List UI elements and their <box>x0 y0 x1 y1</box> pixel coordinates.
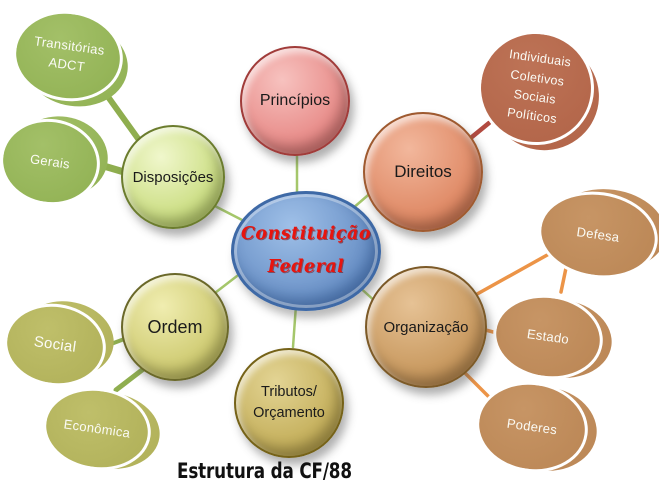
satellite-transitorias: Transitórias ADCT <box>7 3 134 114</box>
node-ordem: Ordem <box>121 273 229 381</box>
satellite-direitos-tipos: Individuais Coletivos Sociais Políticos <box>470 23 606 158</box>
satellite-estado-label: Estado <box>526 325 571 347</box>
satellite-defesa-label: Defesa <box>575 223 621 245</box>
connector-organizacao-defesa <box>468 252 551 300</box>
center-node-constituicao-federal: Constituição Federal <box>231 191 381 311</box>
node-organizacao: Organização <box>365 266 487 388</box>
satellite-estado: Estado <box>487 287 617 387</box>
connector-defesa-estado <box>559 266 568 294</box>
node-direitos-label: Direitos <box>394 162 452 181</box>
node-principios-label: Princípios <box>259 92 331 109</box>
node-direitos: Direitos <box>363 112 483 232</box>
node-tributos-orcamento: Tributos/ Orçamento <box>234 348 344 458</box>
satellite-gerais: Gerais <box>0 110 113 212</box>
satellite-economica: Econômica <box>37 380 165 478</box>
connector-center-tributos <box>291 303 298 349</box>
node-disposicoes-label: Disposições <box>132 168 214 186</box>
center-label-line2: Federal <box>267 257 345 277</box>
connector-ordem-economica <box>113 364 149 393</box>
satellite-social: Social <box>0 295 119 393</box>
node-tributos-label-line2: Orçamento <box>253 405 325 421</box>
satellite-economica-label: Econômica <box>62 415 132 441</box>
satellite-poderes-label: Poderes <box>506 415 559 438</box>
center-label-line1: Constituição <box>240 223 372 244</box>
node-ordem-label: Ordem <box>147 316 203 337</box>
node-disposicoes: Disposições <box>121 125 225 229</box>
satellite-social-label: Social <box>32 333 78 357</box>
node-organizacao-label: Organização <box>383 318 469 336</box>
node-tributos-label-line1: Tributos/ <box>261 383 317 400</box>
connector-organizacao-poderes <box>459 367 491 399</box>
satellite-gerais-label: Gerais <box>29 150 72 172</box>
diagram-caption: Estrutura da CF/88 <box>177 459 352 483</box>
satellite-defesa: Defesa <box>532 181 659 286</box>
node-principios: Princípios <box>240 46 350 156</box>
satellite-poderes: Poderes <box>470 374 603 480</box>
